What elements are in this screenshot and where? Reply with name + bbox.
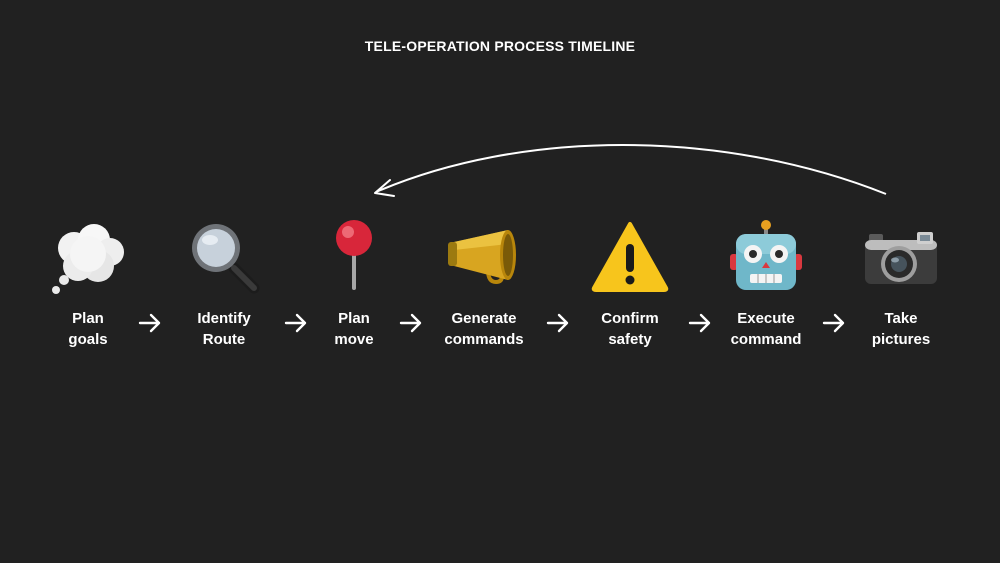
flow-arrow-2	[284, 313, 307, 333]
step-label-line1: Execute	[737, 310, 795, 327]
step-label-line2: safety	[608, 331, 652, 348]
step-label-line2: command	[730, 331, 802, 348]
step-label-line2: commands	[444, 331, 524, 348]
step-confirm-safety: Confirm safety	[570, 218, 690, 350]
step-label-line1: Plan	[72, 310, 104, 327]
pushpin-icon	[336, 220, 372, 290]
step-label-line2: move	[334, 331, 374, 348]
flow-arrow-3	[399, 313, 422, 333]
step-label-line2: Route	[202, 331, 246, 348]
step-take-pictures: Take pictures	[841, 218, 961, 350]
step-label-line1: Confirm	[601, 310, 659, 327]
step-label-line1: Plan	[338, 310, 370, 327]
step-generate-commands: Generate commands	[424, 218, 544, 350]
step-label-line2: pictures	[871, 331, 931, 348]
megaphone-icon	[448, 230, 516, 285]
step-label-line2: goals	[68, 331, 108, 348]
step-execute-command: Execute command	[706, 218, 826, 350]
step-label-line1: Take	[884, 310, 918, 327]
thought-cloud-icon	[52, 224, 124, 294]
diagram-title: TELE-OPERATION PROCESS TIMELINE	[364, 38, 636, 54]
step-identify-route: Identify Route	[164, 218, 284, 350]
step-label-line1: Identify	[197, 310, 251, 327]
step-plan-move: Plan move	[294, 218, 414, 350]
step-label-line1: Generate	[451, 310, 517, 327]
robot-icon	[730, 220, 802, 290]
step-plan-goals: Plan goals	[28, 218, 148, 350]
camera-icon	[865, 232, 937, 284]
flow-arrow-5	[688, 313, 711, 333]
flow-arrow-6	[822, 313, 845, 333]
magnifying-glass-icon	[192, 224, 260, 294]
flow-arrow-4	[546, 313, 569, 333]
flow-arrow-1	[138, 313, 161, 333]
warning-icon	[591, 222, 669, 292]
